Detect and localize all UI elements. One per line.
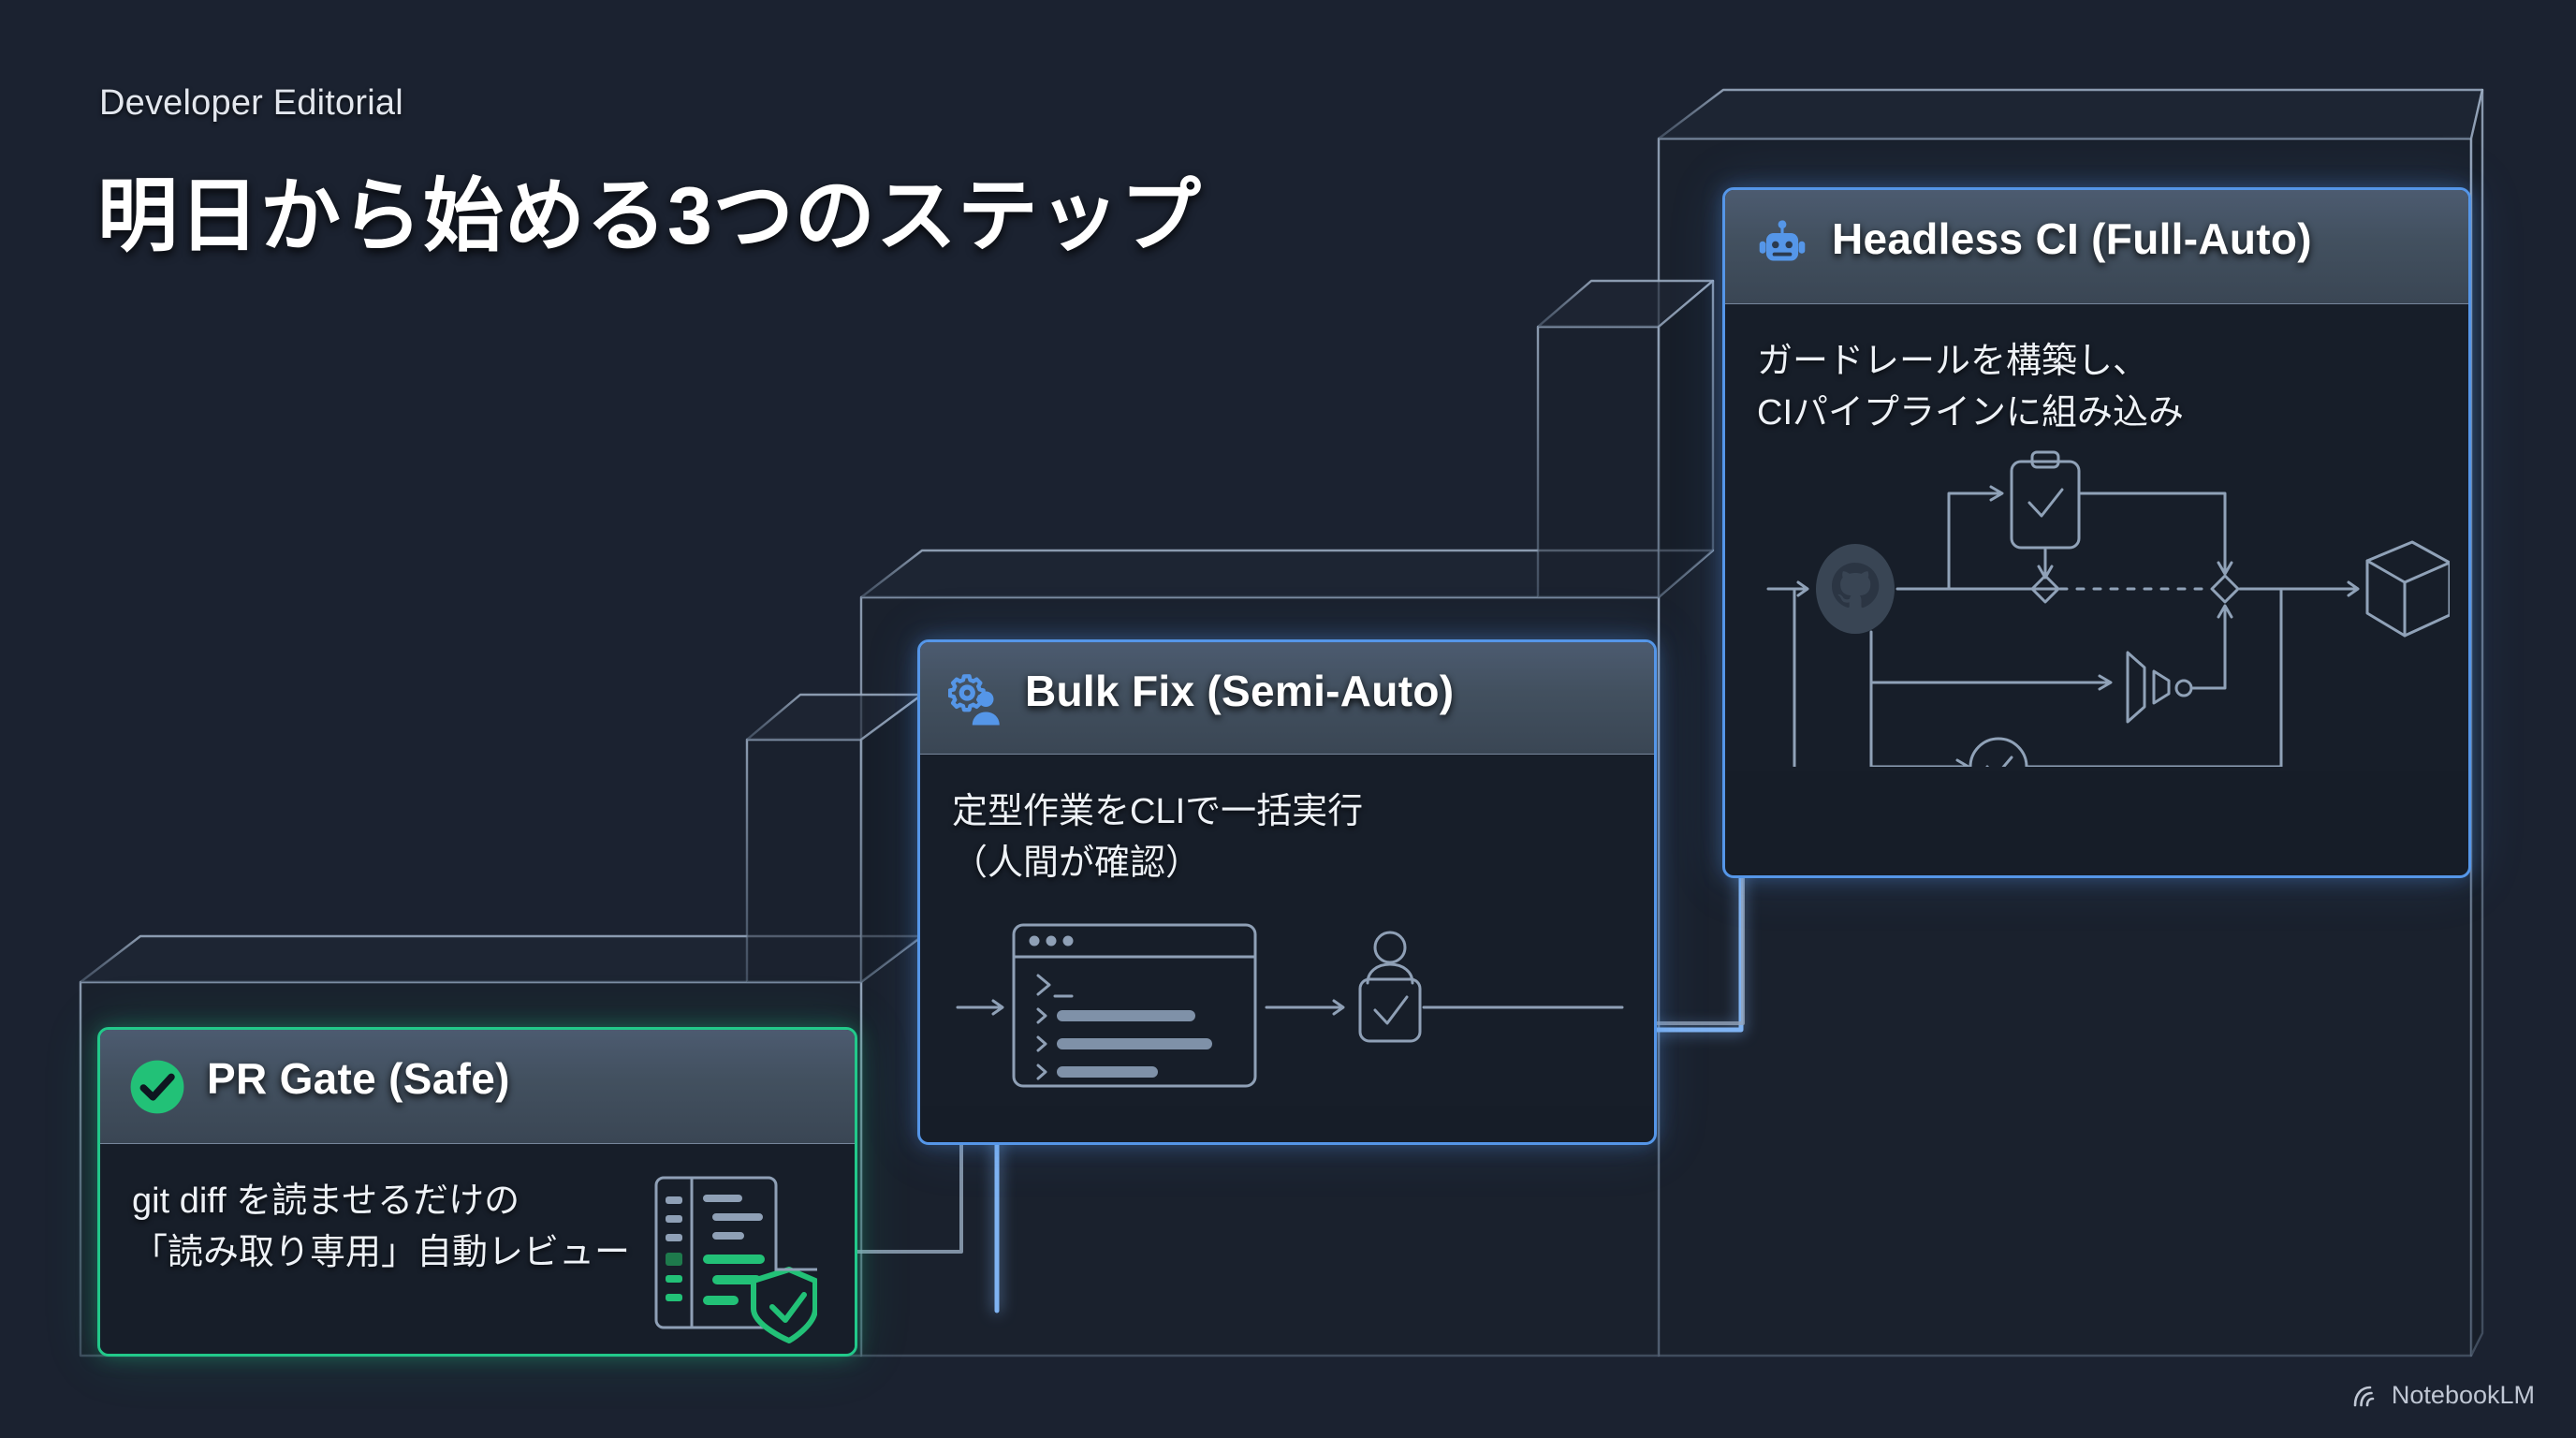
card-description: git diff を読ませるだけの 「読み取り専用」自動レビュー <box>132 1181 631 1273</box>
watermark-label: NotebookLM <box>2391 1381 2535 1409</box>
diff-shield-illustration <box>654 1176 818 1343</box>
card-body: ガードレールを構築し、 CIパイプラインに組み込み <box>1725 304 2468 806</box>
card-title: PR Gate (Safe) <box>207 1054 510 1103</box>
robot-icon <box>1753 218 1811 281</box>
gear-person-icon <box>947 670 1004 731</box>
notebooklm-logo-icon <box>2353 1386 2375 1406</box>
check-circle-icon <box>128 1058 186 1121</box>
notebooklm-watermark: NotebookLM <box>2352 1381 2535 1410</box>
step-card-headless-ci[interactable]: Headless CI (Full-Auto) ガードレールを構築し、 CIパイ… <box>1722 187 2471 878</box>
terminal-approval-illustration <box>956 923 1624 1088</box>
card-title: Headless CI (Full-Auto) <box>1832 214 2312 263</box>
card-description: 定型作業をCLIで一括実行 （人間が確認） <box>952 792 1364 884</box>
ci-pipeline-illustration <box>1766 450 2452 806</box>
card-header: Headless CI (Full-Auto) <box>1725 190 2468 304</box>
step-card-pr-gate[interactable]: PR Gate (Safe) git diff を読ませるだけの 「読み取り専用… <box>97 1027 857 1357</box>
card-title: Bulk Fix (Semi-Auto) <box>1025 667 1455 715</box>
card-body: git diff を読ませるだけの 「読み取り専用」自動レビュー <box>100 1144 855 1350</box>
card-header: Bulk Fix (Semi-Auto) <box>920 642 1654 755</box>
card-body: 定型作業をCLIで一括実行 （人間が確認） <box>920 755 1654 1107</box>
eyebrow-label: Developer Editorial <box>99 83 403 123</box>
step-card-bulk-fix[interactable]: Bulk Fix (Semi-Auto) 定型作業をCLIで一括実行 （人間が確… <box>917 639 1657 1145</box>
page-title: 明日から始める3つのステップ <box>97 171 1202 261</box>
card-description: ガードレールを構築し、 CIパイプラインに組み込み <box>1757 342 2185 433</box>
card-header: PR Gate (Safe) <box>100 1030 855 1144</box>
